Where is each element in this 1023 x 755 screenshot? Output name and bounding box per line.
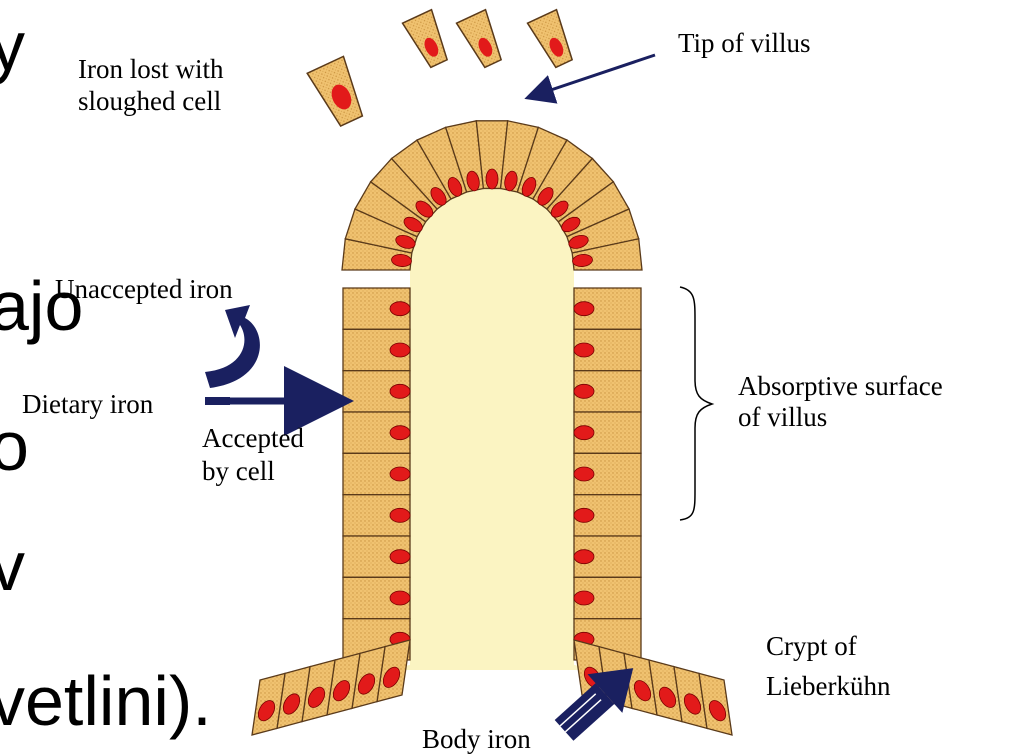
- iron-lost-label-line1: Iron lost with: [78, 54, 224, 84]
- crypt-label-line2: Lieberkühn: [766, 671, 891, 701]
- dietary-iron-label: Dietary iron: [22, 389, 154, 419]
- cell-nucleus: [574, 550, 594, 564]
- sloughed-cell-top-3: [528, 10, 579, 71]
- unaccepted-iron-curved-arrow: [205, 305, 260, 388]
- cell-nucleus: [574, 591, 594, 605]
- sloughed-cell-top-1: [403, 10, 454, 71]
- absorptive-surface-brace: [680, 287, 712, 520]
- bg-fragment-5: vetlini).: [0, 662, 212, 740]
- cell-nucleus: [390, 302, 410, 316]
- cell-nucleus: [390, 467, 410, 481]
- accepted-by-cell-label-line2: by cell: [202, 456, 275, 486]
- cell-nucleus: [574, 302, 594, 316]
- cell-nucleus: [390, 343, 410, 357]
- sloughed-cells: [307, 10, 578, 130]
- absorptive-surface-label-line2: of villus: [738, 402, 827, 432]
- cell-nucleus: [574, 343, 594, 357]
- iron-lost-label-line2: sloughed cell: [78, 86, 221, 116]
- cell-nucleus: [390, 384, 410, 398]
- unaccepted-iron-label: Unaccepted iron: [55, 274, 233, 304]
- cell-nucleus: [390, 426, 410, 440]
- background-slide-text: y ajo o v vetlini).: [0, 7, 212, 740]
- cell-nucleus: [486, 169, 498, 189]
- tip-arrow: [530, 55, 655, 97]
- crypt-label-line1: Crypt of: [766, 631, 857, 661]
- cell-nucleus: [390, 508, 410, 522]
- cell-nucleus: [574, 384, 594, 398]
- bg-fragment-1: y: [0, 7, 25, 85]
- cell-nucleus: [390, 550, 410, 564]
- tip-of-villus-label: Tip of villus: [678, 28, 811, 58]
- bg-fragment-4: v: [0, 527, 25, 605]
- body-iron-label: Body iron: [422, 724, 531, 754]
- absorptive-surface-label-line1: Absorptive surface: [738, 371, 943, 401]
- cell-nucleus: [574, 426, 594, 440]
- cell-nucleus: [574, 508, 594, 522]
- accepted-by-cell-label-line1: Accepted: [202, 423, 304, 453]
- cell-nucleus: [574, 467, 594, 481]
- cell-nucleus: [390, 591, 410, 605]
- sloughed-cell-left: [307, 56, 369, 129]
- sloughed-cell-top-2: [457, 10, 508, 71]
- dietary-iron-arrow: [205, 397, 340, 405]
